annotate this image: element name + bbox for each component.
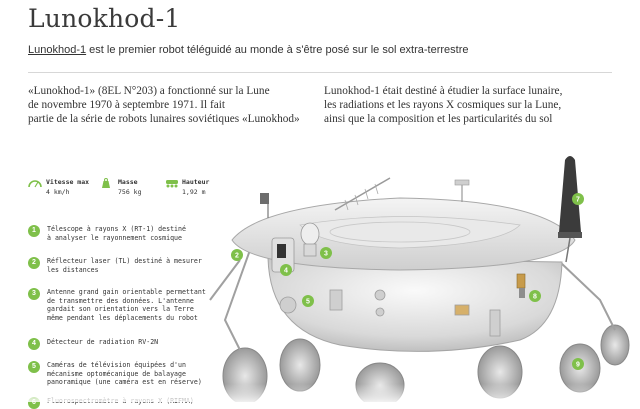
page-subtitle: Lunokhod-1 est le premier robot téléguid…	[28, 44, 628, 56]
marker-9: 9	[572, 358, 584, 370]
marker-5: 5	[302, 295, 314, 307]
svg-text:9: 9	[576, 362, 580, 369]
item-text-line: Caméras de télévision équipées d'un	[47, 361, 186, 369]
marker-8: 8	[529, 290, 541, 302]
intro-left-line: partie de la série de robots lunaires so…	[28, 113, 300, 125]
item-text-line: Réflecteur laser (TL) destiné à mesurer	[47, 257, 202, 265]
svg-text:7: 7	[576, 197, 580, 204]
svg-text:8: 8	[533, 294, 537, 301]
marker-4: 4	[280, 264, 292, 276]
item-number-badge: 4	[28, 338, 40, 350]
subtitle-text: est le premier robot téléguidé au monde …	[86, 44, 469, 56]
svg-text:2: 2	[235, 253, 239, 260]
marker-3: 3	[320, 247, 332, 259]
header-divider	[28, 72, 612, 73]
spec-label: Vitesse max	[46, 178, 90, 186]
spec-value: 756 kg	[118, 188, 142, 196]
item-number-badge: 2	[28, 257, 40, 269]
rover-height-icon	[166, 180, 178, 188]
page-title: Lunokhod-1	[28, 4, 181, 33]
spec-label: Hauteur	[182, 178, 210, 186]
cone-antenna	[559, 156, 581, 232]
intro-right-line: Lunokhod-1 était destiné à étudier la su…	[324, 85, 563, 97]
spec-value: 4 km/h	[46, 188, 70, 196]
diagram-markers: 2 3 4 5 7 8 9	[231, 193, 584, 370]
svg-text:4: 4	[284, 268, 288, 275]
intro-left-line: de novembre 1970 à septembre 1971. Il fa…	[28, 99, 226, 111]
item-number-badge: 3	[28, 288, 40, 300]
spec-value: 1,92 m	[182, 188, 206, 196]
item-text-line: mécanisme optomécanique de balayage	[47, 369, 186, 378]
item-text-line: Télescope à rayons X (RT-1) destiné	[47, 225, 186, 233]
intro-right: Lunokhod-1 était destiné à étudier la su…	[324, 84, 614, 126]
svg-text:3: 3	[324, 251, 328, 258]
item-text-line: de transmettre des données. L'antenne	[47, 296, 194, 305]
item-text-line: Détecteur de radiation RV-2N	[47, 338, 159, 346]
spec-label: Masse	[118, 178, 138, 186]
intro-right-line: les radiations et les rayons X cosmiques…	[324, 99, 562, 111]
item-text-line: panoramique (une caméra est en réserve)	[47, 378, 202, 387]
weight-icon	[102, 178, 110, 188]
item-text-line: les distances	[47, 265, 99, 274]
intro-right-line: ainsi que la composition et les particul…	[324, 113, 553, 125]
intro-left: «Lunokhod-1» (8EL N°203) a fonctionné su…	[28, 84, 318, 126]
item-text-line: même pendant les déplacements du robot	[47, 314, 198, 323]
item-text-line: à analyser le rayonnement cosmique	[47, 233, 182, 242]
intro-left-line: «Lunokhod-1» (8EL N°203) a fonctionné su…	[28, 85, 270, 97]
item-number-badge: 1	[28, 225, 40, 237]
subtitle-link[interactable]: Lunokhod-1	[28, 44, 87, 56]
bottom-fade	[0, 384, 640, 402]
rover-body	[267, 257, 563, 352]
item-number-badge: 5	[28, 361, 40, 373]
svg-text:5: 5	[306, 299, 310, 306]
marker-7: 7	[572, 193, 584, 205]
marker-2: 2	[231, 249, 243, 261]
item-text-line: Antenne grand gain orientable permettant	[47, 288, 206, 296]
speedometer-icon	[28, 180, 42, 188]
item-text-line: gardait son orientation vers la Terre	[47, 305, 194, 314]
